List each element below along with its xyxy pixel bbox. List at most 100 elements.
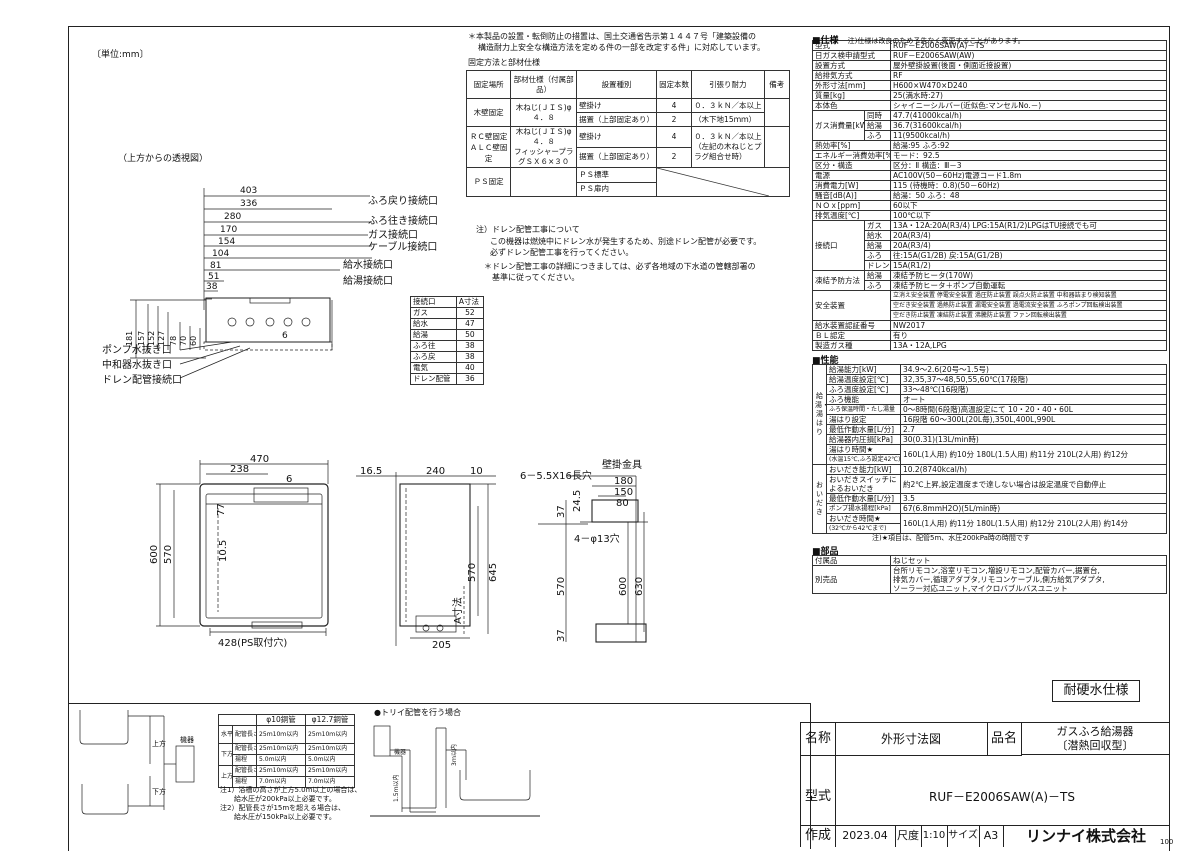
spec-key: 排気温度[℃] <box>812 210 891 221</box>
pipe-cell: 5.0ｍ以内 <box>256 754 306 766</box>
pipe-section-frame <box>68 703 811 849</box>
spec-value: 20A(R3/4) <box>890 230 1167 241</box>
perf-key: 最低作動水量[L/分] <box>826 493 901 504</box>
side-dim-a: A寸法 <box>451 597 464 624</box>
parts-table: 付属品ねじセット 別売品台所リモコン,浴室リモコン,増設リモコン,配管カバー,据… <box>812 555 1167 594</box>
perf-key: 給湯温度設定[℃] <box>826 374 901 385</box>
spec-value: 往:15A(G1/2B) 戻:15A(G1/2B) <box>890 250 1167 261</box>
a-table-cell: 47 <box>455 318 485 330</box>
spec-freeze-label: 凍結予防方法 <box>812 270 865 291</box>
fix-row2-part2: フィッシャープラグＳＸ６×３０ <box>513 147 574 166</box>
front-dim-105: 10.5 <box>218 540 229 562</box>
spec-safety-label: 安全装置 <box>812 290 891 321</box>
title-model-label: 型式 <box>801 755 836 826</box>
spec-key: ＢＬ認定 <box>812 330 891 341</box>
page-number: 100 <box>1160 838 1174 846</box>
conn-label-0: ふろ戻り接続口 <box>368 194 438 207</box>
pipe-cell: 25ｍ10ｍ以内 <box>305 765 355 777</box>
top-view-label: （上方からの透視図） <box>118 154 209 164</box>
spec-key: 日ガス検申請型式 <box>812 50 891 61</box>
parts-key: 別売品 <box>812 565 891 594</box>
fix-header-force: 引張り耐力 <box>691 70 765 99</box>
spec-key: 設置方式 <box>812 60 891 71</box>
spec-key: 消費電力[W] <box>812 180 891 191</box>
dim-side-3: 127 <box>157 331 166 346</box>
drain-note-3: 必ずドレン配管工事を行ってください。 <box>490 248 634 257</box>
pipe-header-10: φ10銅管 <box>256 714 306 726</box>
spec-value: 凍結予防ヒータ＋ポンプ自動運転 <box>890 280 1167 291</box>
pipe-diagram: 機器 上方 下方 <box>79 710 195 815</box>
trap-appliance-label: 機器 <box>394 748 406 756</box>
a-table-cell: ガス <box>410 307 457 319</box>
dim-top-4: 154 <box>218 237 235 247</box>
pipe-up-label: 上方 <box>152 739 166 748</box>
a-table-cell: ドレン配管 <box>410 373 457 385</box>
perf-key: おいだき時間★ <box>826 513 901 524</box>
front-dim-77: 77 <box>216 503 227 516</box>
fix-header-count: 固定本数 <box>656 70 693 99</box>
side-dim-205: 205 <box>432 640 451 648</box>
spec-subkey: 給湯 <box>864 240 891 251</box>
pipe-cell: 25ｍ10ｍ以内 <box>256 743 306 755</box>
pipe-cell: 25ｍ10ｍ以内 <box>305 725 355 744</box>
pipe-down-label: 下方 <box>152 787 166 796</box>
title-block: 名称 外形寸法図 品名 ガスふろ給湯器 〔潜熱回収型〕 型式 RUF－E2006… <box>800 722 1169 847</box>
fix-row1-note <box>763 98 791 127</box>
conn-label-1: ふろ往き接続口 <box>368 214 438 227</box>
notice-line-2: 構造耐力上安全な構造方法を定める件の一部を改定する件」に対応しています。 <box>478 43 765 52</box>
dim-side-2: 152 <box>147 331 156 346</box>
pipe-cell: 7.0ｍ以内 <box>256 776 306 788</box>
perf-kyutou-label: 給湯・湯はり <box>812 364 827 465</box>
side-dim-645: 645 <box>488 563 499 582</box>
spec-value: モード：92.5 <box>890 150 1167 161</box>
pipe-note-2b: 給水圧が150kPa以上必要です。 <box>234 813 336 821</box>
front-dim-428: 428(PS取付穴) <box>218 636 287 648</box>
pipe-cell: 7.0ｍ以内 <box>305 776 355 788</box>
perf-oidaki-sub: (32℃から42℃まで) <box>826 523 901 534</box>
fix-row1-place: 木壁固定 <box>465 98 512 127</box>
a-table-cell: 36 <box>455 373 485 385</box>
conn-label-4: 給水接続口 <box>343 258 393 271</box>
dim-top-2: 280 <box>224 212 241 222</box>
spec-value: RUF－E2006SAW(AW) <box>890 50 1167 61</box>
notice-line-1: ＊本製品の設置・転倒防止の措置は、国土交通省告示第１４４７号「建築設備の <box>468 32 756 41</box>
spec-subkey: 同時 <box>864 110 891 121</box>
perf-key: 湯はり時間★ <box>826 444 901 455</box>
perf-key: 給湯能力[kW] <box>826 364 901 375</box>
fix-table: 固定場所 部材仕様（付属部品） 設置種別 固定本数 引張り耐力 備考 木壁固定 … <box>465 70 791 197</box>
parts-key: 付属品 <box>812 555 891 566</box>
dim-side-5: 70 <box>179 336 188 346</box>
a-table-cell: 52 <box>455 307 485 319</box>
spec-subkey: ガス <box>864 220 891 231</box>
spec-value: H600×W470×D240 <box>890 80 1167 91</box>
spec-value: 25(満水時:27) <box>890 90 1167 101</box>
title-size-label: サイズ <box>947 825 980 847</box>
pipe-row-label: 下方 <box>218 743 233 766</box>
spec-safety-row: 空だき防止装置 凍結防止装置 沸騰防止装置 ファン回転検出装置 <box>890 310 1167 321</box>
title-scale-label: 尺度 <box>895 825 922 847</box>
title-date: 2023.04 <box>835 825 896 847</box>
fix-table-title: 固定方法と部材仕様 <box>468 58 540 67</box>
trap-h1: 1.5ｍ以内 <box>392 774 400 802</box>
perf-oidaki-label: おいだき <box>812 464 827 534</box>
title-product-1: ガスふろ給湯器 <box>1056 725 1134 738</box>
front-dim-6: 6 <box>286 474 292 485</box>
pipe-table-corner <box>218 714 257 726</box>
perf-value: オート <box>900 394 1167 405</box>
fix-row2-force2: （左記の木ねじとプラグ組合せ時） <box>694 142 762 161</box>
a-table-cell: 38 <box>455 351 485 363</box>
bottom-label-1: 中和器水抜き口 <box>102 358 172 371</box>
bottom-label-0: ポンプ水抜き口 <box>102 343 172 356</box>
perf-key: ポンプ揚水揚程[kPa] <box>826 503 901 514</box>
pipe-row-key: 配管長さ <box>232 725 257 744</box>
bracket-h630: 630 <box>634 577 645 596</box>
drain-note-5: 基準に従ってください。 <box>492 273 580 282</box>
dim-top-0: 403 <box>240 186 257 196</box>
dim-side-6: 60 <box>189 336 198 346</box>
parts-title: ■部品 <box>812 547 839 557</box>
perf-key: おいだきスイッチによるおいだき <box>826 474 901 494</box>
pipe-cell: 5.0ｍ以内 <box>305 754 355 766</box>
perf-value: 約2℃上昇,設定温度まで達しない場合は設定温度で自動停止 <box>900 474 1167 494</box>
pipe-note-2: 注2）配管長さが15mを超える場合は、 <box>220 804 345 812</box>
